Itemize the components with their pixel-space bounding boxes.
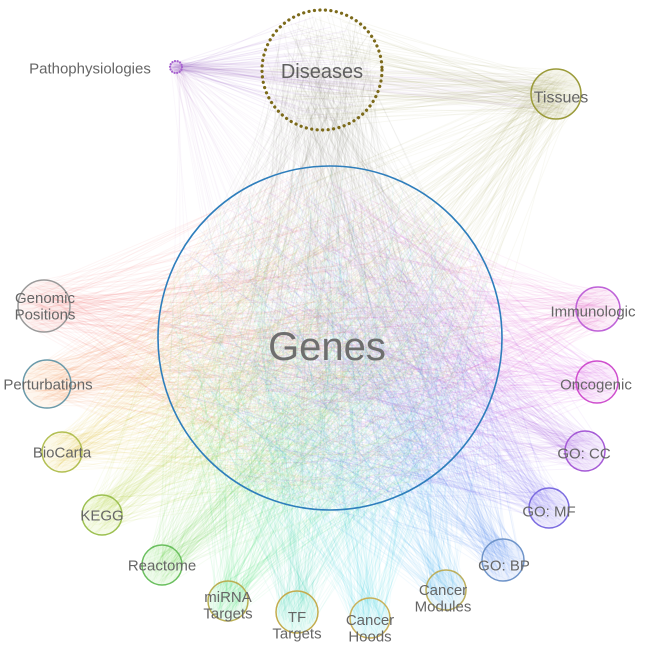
node-label-go_cc: GO: CC bbox=[557, 445, 611, 462]
node-circle-genes[interactable] bbox=[157, 165, 503, 511]
node-diseases[interactable] bbox=[260, 8, 384, 132]
edge-bundle-genes-kegg bbox=[82, 192, 495, 535]
node-label-oncogenic: Oncogenic bbox=[560, 376, 632, 393]
node-label-perturbations: Perturbations bbox=[3, 376, 92, 393]
node-circle-pathophysiologies[interactable] bbox=[168, 59, 184, 75]
node-label-immunologic: Immunologic bbox=[550, 303, 636, 320]
edge-bundle-genes-cancer_hoods bbox=[165, 169, 501, 637]
node-label-go_mf: GO: MF bbox=[522, 503, 575, 520]
node-oncogenic[interactable] bbox=[575, 360, 619, 404]
node-genomic_positions[interactable] bbox=[17, 279, 71, 333]
edge-bundle-genes-go_mf bbox=[161, 177, 569, 528]
edge-bundle-diseases-pathophysiologies bbox=[170, 13, 375, 127]
node-circle-kegg[interactable] bbox=[81, 494, 123, 536]
edge-bundle-genes-tf_targets bbox=[160, 171, 496, 632]
node-circle-diseases[interactable] bbox=[260, 8, 384, 132]
edge-bundle-genes-go_bp bbox=[162, 173, 524, 581]
node-circle-reactome[interactable] bbox=[141, 544, 183, 586]
node-label-reactome: Reactome bbox=[128, 557, 196, 574]
edge-bundle-diseases-tissues bbox=[263, 12, 579, 127]
edge-bundle-genes-biocarta bbox=[45, 168, 496, 505]
node-label-pathophysiologies: Pathophysiologies bbox=[29, 60, 151, 77]
node-circle-immunologic[interactable] bbox=[575, 286, 621, 332]
node-circle-mirna_targets[interactable] bbox=[207, 580, 249, 622]
edge-bundle-genes-reactome bbox=[145, 167, 495, 585]
node-label-genes: Genes bbox=[268, 325, 386, 369]
node-tissues[interactable] bbox=[530, 68, 582, 120]
edge-bundle-genes-immunologic bbox=[174, 182, 619, 508]
node-cancer_hoods[interactable] bbox=[349, 597, 391, 639]
edge-bundles bbox=[20, 12, 619, 637]
edge-bundle-genes-mirna_targets bbox=[169, 186, 501, 621]
edge-bundle-genes-tissues bbox=[160, 70, 581, 498]
node-circle-biocarta[interactable] bbox=[41, 431, 83, 473]
node-circle-perturbations[interactable] bbox=[22, 359, 72, 409]
node-mirna_targets[interactable] bbox=[207, 580, 249, 622]
label-layer: Genes Diseases PathophysiologiesTissuesGen… bbox=[3, 60, 636, 645]
node-circle-tissues[interactable] bbox=[530, 68, 582, 120]
node-circle-oncogenic[interactable] bbox=[575, 360, 619, 404]
node-circle-go_mf[interactable] bbox=[528, 487, 570, 529]
edge-bundle-genes-genomic_positions bbox=[20, 166, 500, 506]
node-circle-cancer_modules[interactable] bbox=[425, 569, 467, 611]
node-reactome[interactable] bbox=[141, 544, 183, 586]
node-circle-tf_targets[interactable] bbox=[275, 590, 319, 634]
node-circle-go_bp[interactable] bbox=[481, 538, 525, 582]
node-tf_targets[interactable] bbox=[275, 590, 319, 634]
node-circle-genomic_positions[interactable] bbox=[17, 279, 71, 333]
node-genes[interactable] bbox=[157, 165, 503, 511]
node-go_mf[interactable] bbox=[528, 487, 570, 529]
edge-bundle-genes-perturbations bbox=[24, 170, 500, 509]
node-go_cc[interactable] bbox=[564, 430, 606, 472]
edge-bundle-genes-go_cc bbox=[160, 174, 604, 511]
node-circle-cancer_hoods[interactable] bbox=[349, 597, 391, 639]
edge-bundle-genes-oncogenic bbox=[160, 174, 619, 507]
node-go_bp[interactable] bbox=[481, 538, 525, 582]
node-label-go_bp: GO: BP bbox=[478, 557, 530, 574]
edge-bundle-genes-pathophysiologies bbox=[169, 61, 500, 501]
node-label-kegg: KEGG bbox=[80, 507, 123, 524]
node-immunologic[interactable] bbox=[575, 286, 621, 332]
node-label-biocarta: BioCarta bbox=[33, 444, 92, 461]
edge-bundle-genes-diseases bbox=[157, 13, 501, 507]
node-circle-go_cc[interactable] bbox=[564, 430, 606, 472]
node-cancer_modules[interactable] bbox=[425, 569, 467, 611]
node-label-tissues: Tissues bbox=[534, 90, 589, 107]
node-kegg[interactable] bbox=[81, 494, 123, 536]
node-layer bbox=[17, 8, 621, 639]
edge-bundle-pathophysiologies-tissues bbox=[170, 61, 579, 118]
node-pathophysiologies[interactable] bbox=[168, 59, 184, 75]
edge-bundle-genes-cancer_modules bbox=[160, 168, 500, 610]
node-perturbations[interactable] bbox=[22, 359, 72, 409]
node-biocarta[interactable] bbox=[41, 431, 83, 473]
node-label-diseases: Diseases bbox=[281, 61, 363, 83]
